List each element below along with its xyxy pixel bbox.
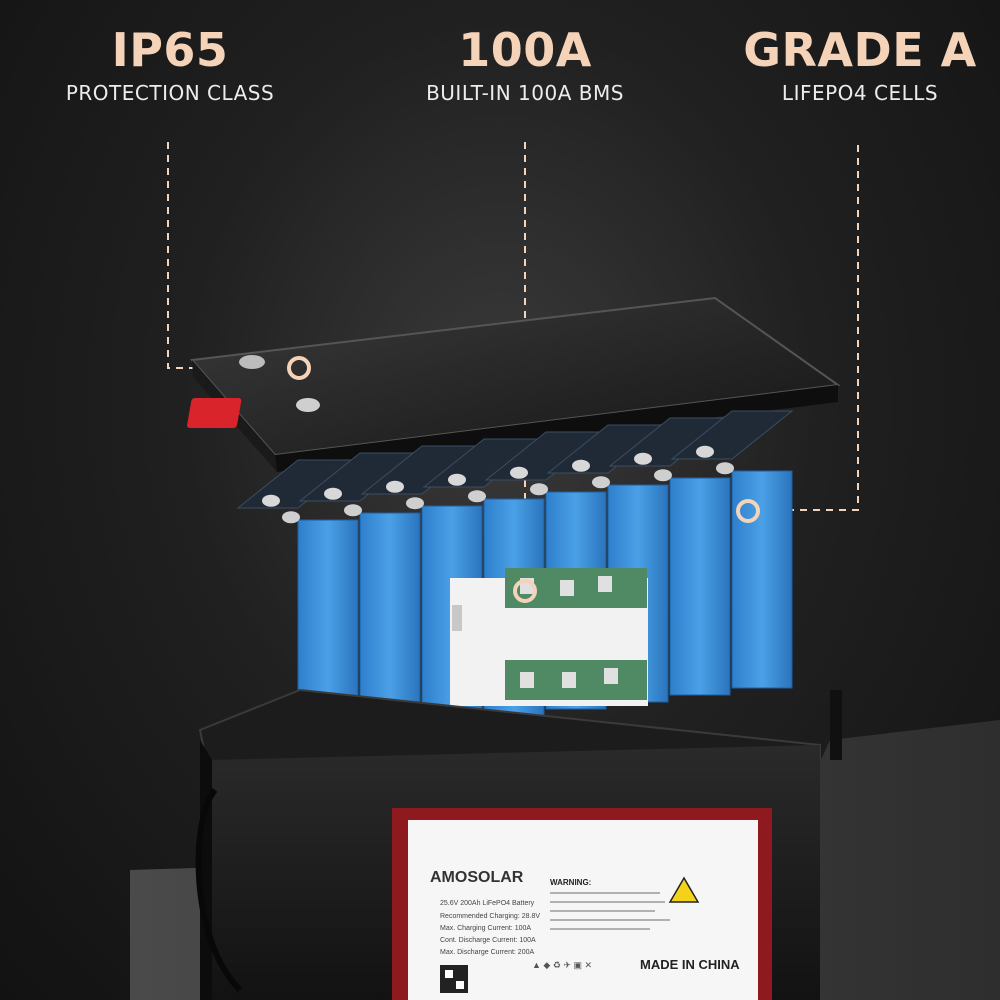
product-label: AMOSOLAR 25.6V 200Ah LiFePO4 Battery Rec… [392, 808, 772, 1000]
callout-line-cells [748, 145, 859, 511]
cell-terminal-icon [282, 511, 300, 524]
cell-terminal-icon [592, 476, 610, 489]
battery-lid [187, 296, 841, 472]
positive-terminal-cap [187, 398, 242, 428]
product-line: 25.6V 200Ah LiFePO4 Battery [440, 900, 535, 907]
spec-line: Max. Discharge Current: 200A [440, 949, 534, 956]
brand-text: AMOSOLAR [430, 869, 524, 886]
feature-bms: 100A BUILT-IN 100A BMS [400, 22, 650, 108]
marker-bms [513, 579, 537, 603]
callout-markers [287, 356, 760, 603]
spec-line: Cont. Discharge Current: 100A [440, 937, 536, 944]
feature-caption: PROTECTION CLASS [65, 81, 275, 105]
feature-caption: LIFEPO4 CELLS [781, 81, 939, 105]
cell-terminal-icon [386, 480, 404, 493]
spec-line: Recommended Charging: 28.8V [440, 913, 540, 920]
feature-protection-class: IP65 PROTECTION CLASS [50, 22, 290, 108]
cell-terminal-icon [344, 504, 362, 517]
feature-value: 100A [458, 23, 592, 77]
feature-value: GRADE A [743, 23, 977, 77]
cell-terminal-icon [448, 473, 466, 486]
marker-ip65 [287, 356, 311, 380]
cell-terminal-icon [406, 497, 424, 510]
warning-title: WARNING: [550, 878, 591, 887]
cell-terminal-icon [654, 469, 672, 482]
lifepo4-cell [670, 410, 794, 689]
cell-terminal-icon [634, 452, 652, 465]
cell-terminal-icon [468, 490, 486, 503]
cell-terminal-icon [530, 483, 548, 496]
warning-triangle-icon [668, 876, 700, 903]
callout-line-ip65 [167, 142, 298, 369]
origin-text: MADE IN CHINA [640, 957, 740, 972]
marker-cells [736, 499, 760, 523]
cell-terminal-icon [716, 462, 734, 475]
negative-terminal-icon [239, 355, 265, 369]
certification-icons: ▲ ◆ ♻ ✈ ▣ ✕ [532, 960, 592, 970]
cell-terminal-icon [510, 466, 528, 479]
bms-board [450, 568, 648, 706]
cell-terminal-icon [572, 459, 590, 472]
lifepo4-cell [298, 452, 422, 731]
feature-value: IP65 [111, 23, 229, 77]
case-handle-left [195, 788, 243, 993]
feature-cell-grade: GRADE A LIFEPO4 CELLS [740, 22, 980, 108]
feature-caption: BUILT-IN 100A BMS [426, 81, 624, 105]
lifepo4-cell [608, 417, 732, 696]
cell-terminal-icon [262, 494, 280, 507]
positive-terminal-icon [296, 398, 320, 412]
spec-line: Max. Charging Current: 100A [440, 925, 531, 932]
case-handle-right [830, 690, 842, 760]
cell-terminal-icon [324, 487, 342, 500]
cell-terminal-icon [696, 445, 714, 458]
